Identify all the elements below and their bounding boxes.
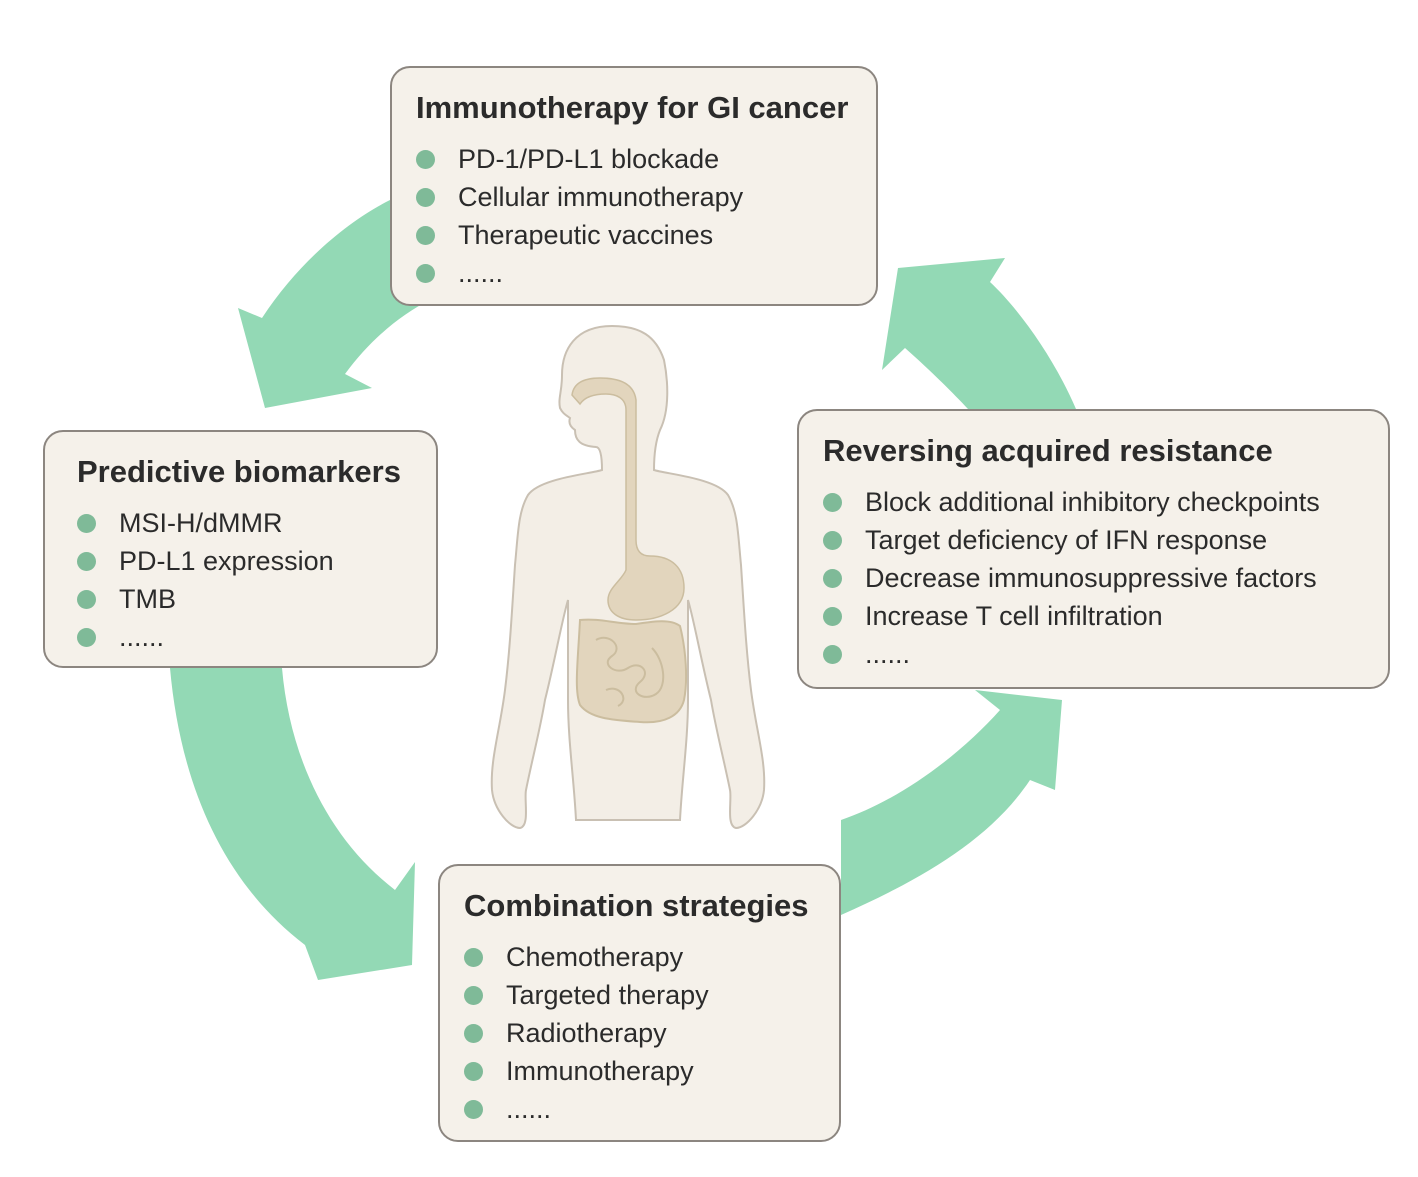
list-item: Therapeutic vaccines: [416, 216, 856, 254]
box-title: Predictive biomarkers: [77, 454, 401, 489]
list-item: Increase T cell infiltration: [823, 597, 1368, 635]
bullet-icon: [416, 188, 435, 207]
bullet-icon: [823, 531, 842, 550]
arrow-to-biomarkers-icon: [238, 200, 430, 408]
item-list: Block additional inhibitory checkpoints …: [823, 483, 1368, 673]
bullet-icon: [464, 1100, 483, 1119]
list-item: Radiotherapy: [464, 1014, 819, 1052]
list-item: PD-1/PD-L1 blockade: [416, 140, 856, 178]
box-title: Immunotherapy for GI cancer: [416, 90, 849, 125]
list-item: Cellular immunotherapy: [416, 178, 856, 216]
list-item: ......: [416, 254, 856, 292]
list-item: Targeted therapy: [464, 976, 819, 1014]
cycle-arrows: [170, 200, 1076, 980]
list-item: MSI-H/dMMR: [77, 504, 416, 542]
list-item: Immunotherapy: [464, 1052, 819, 1090]
list-item: Decrease immunosuppressive factors: [823, 559, 1368, 597]
item-list: Chemotherapy Targeted therapy Radiothera…: [464, 938, 819, 1128]
list-item: Chemotherapy: [464, 938, 819, 976]
digestive-tract-icon: [571, 377, 688, 724]
combination-box: Combination strategies Chemotherapy Targ…: [438, 864, 841, 1142]
box-title: Combination strategies: [464, 888, 809, 923]
biomarkers-box: Predictive biomarkers MSI-H/dMMR PD-L1 e…: [43, 430, 438, 668]
bullet-icon: [77, 628, 96, 647]
list-item: Block additional inhibitory checkpoints: [823, 483, 1368, 521]
list-item: ......: [77, 618, 416, 656]
bullet-icon: [823, 569, 842, 588]
list-item: TMB: [77, 580, 416, 618]
bullet-icon: [464, 1024, 483, 1043]
list-item: PD-L1 expression: [77, 542, 416, 580]
bullet-icon: [464, 1062, 483, 1081]
box-title: Reversing acquired resistance: [823, 433, 1273, 468]
bullet-icon: [416, 226, 435, 245]
list-item: ......: [464, 1090, 819, 1128]
resistance-box: Reversing acquired resistance Block addi…: [797, 409, 1390, 689]
human-body-icon: [490, 324, 766, 830]
bullet-icon: [464, 948, 483, 967]
bullet-icon: [823, 493, 842, 512]
arrow-to-immunotherapy-icon: [882, 258, 1076, 409]
immunotherapy-box: Immunotherapy for GI cancer PD-1/PD-L1 b…: [390, 66, 878, 306]
bullet-icon: [416, 264, 435, 283]
item-list: PD-1/PD-L1 blockade Cellular immunothera…: [416, 140, 856, 292]
bullet-icon: [464, 986, 483, 1005]
bullet-icon: [77, 590, 96, 609]
bullet-icon: [823, 645, 842, 664]
list-item: ......: [823, 635, 1368, 673]
bullet-icon: [823, 607, 842, 626]
item-list: MSI-H/dMMR PD-L1 expression TMB ......: [77, 504, 416, 656]
list-item: Target deficiency of IFN response: [823, 521, 1368, 559]
arrow-to-combination-icon: [170, 668, 415, 980]
arrow-to-resistance-icon: [841, 690, 1062, 915]
bullet-icon: [77, 552, 96, 571]
bullet-icon: [77, 514, 96, 533]
bullet-icon: [416, 150, 435, 169]
